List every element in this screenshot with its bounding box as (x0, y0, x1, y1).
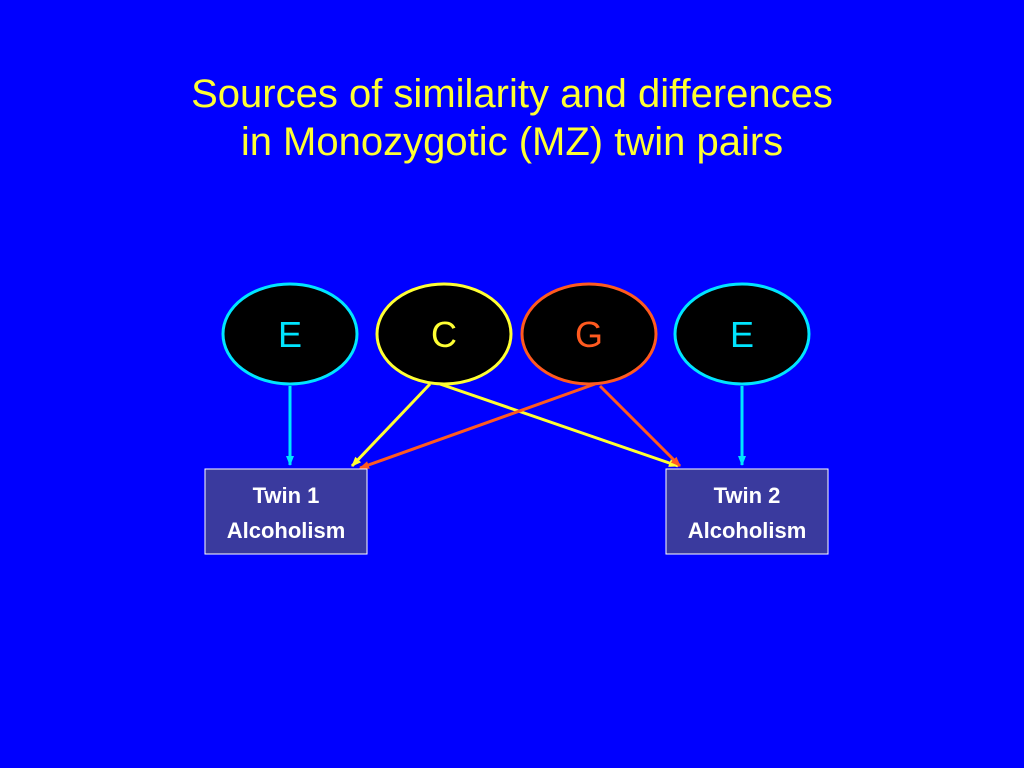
factor-e1: E (221, 282, 359, 386)
factor-c-ellipse (375, 282, 513, 386)
factor-e1-label: E (278, 314, 302, 355)
outcome-twin1: Twin 1 Alcoholism (204, 468, 368, 555)
factor-g-label: G (575, 314, 603, 355)
factor-e2-label: E (730, 314, 754, 355)
edge-g-twin1 (359, 382, 596, 470)
factor-e1-ellipse (221, 282, 359, 386)
outcome-twin1-line2: Alcoholism (227, 518, 346, 543)
factor-g-ellipse (520, 282, 658, 386)
factor-e2: E (673, 282, 811, 386)
outcome-twin2-box (665, 468, 829, 555)
slide-title: Sources of similarity and differences in… (0, 70, 1024, 166)
factor-c-label: C (431, 314, 457, 355)
outcome-twin2-line2: Alcoholism (688, 518, 807, 543)
outcome-twin1-line1: Twin 1 (253, 483, 320, 508)
outcome-twin2-line1: Twin 2 (714, 483, 781, 508)
edge-c-twin2 (439, 382, 679, 468)
title-line-2: in Monozygotic (MZ) twin pairs (240, 120, 784, 164)
title-line-1: Sources of similarity and differences (191, 72, 833, 116)
edges (286, 382, 746, 470)
factor-c: C (375, 282, 513, 386)
factor-e2-ellipse (673, 282, 811, 386)
edge-g-twin2 (598, 384, 682, 468)
outcome-twin2: Twin 2 Alcoholism (665, 468, 829, 555)
factor-g: G (520, 282, 658, 386)
edge-c-twin1 (350, 382, 432, 468)
outcome-twin1-box (204, 468, 368, 555)
